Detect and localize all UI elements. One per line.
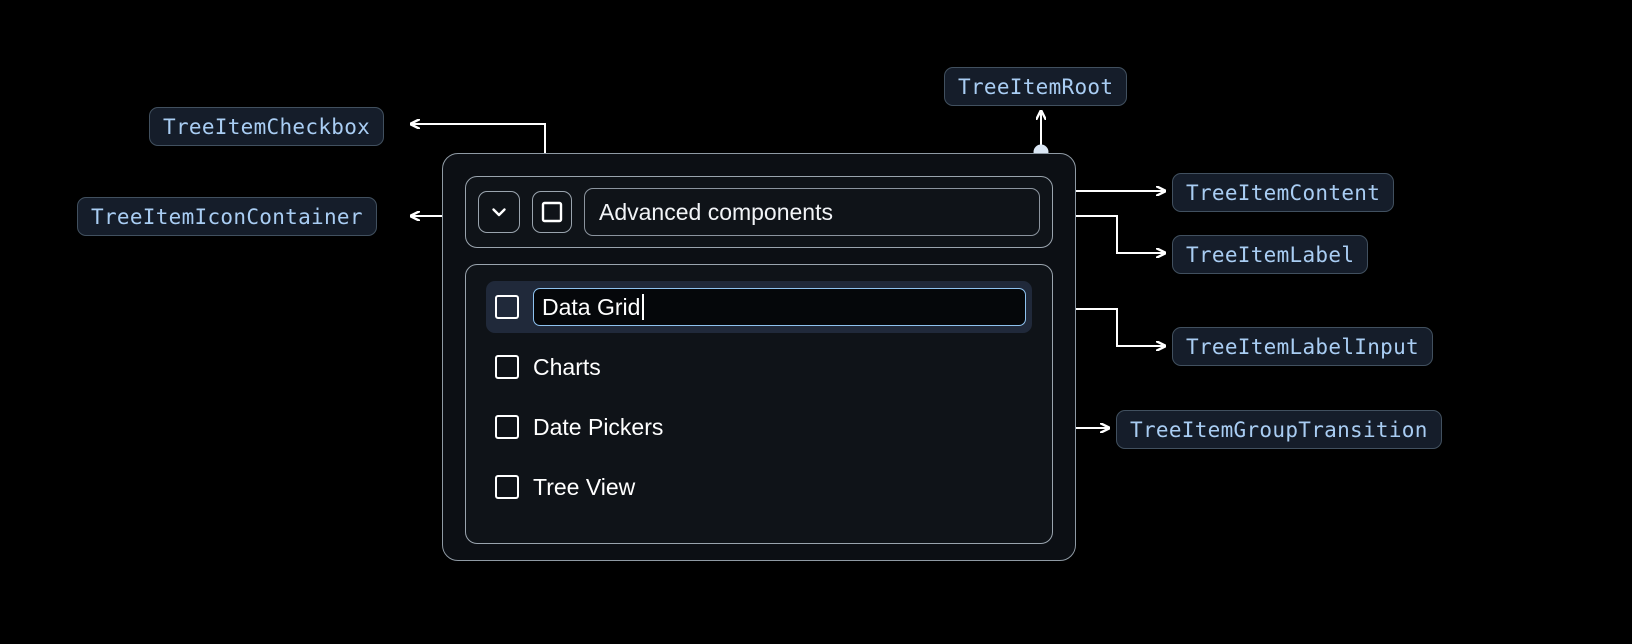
treeitem-label-text: Advanced components — [599, 198, 833, 225]
treeitem-icon-container[interactable] — [478, 191, 520, 233]
checkbox-unchecked-icon — [541, 201, 563, 223]
treeitem-content[interactable]: Advanced components — [465, 176, 1053, 248]
checkbox-unchecked-icon[interactable] — [495, 295, 519, 319]
checkbox-unchecked-icon[interactable] — [495, 475, 519, 499]
tree-item[interactable]: Data Grid — [486, 281, 1032, 333]
checkbox-unchecked-icon[interactable] — [495, 355, 519, 379]
annotation-chip-treeitemlabel: TreeItemLabel — [1172, 235, 1369, 274]
treeitem-label-input[interactable]: Data Grid — [533, 288, 1026, 326]
tree-item[interactable]: Charts — [486, 341, 1032, 393]
chevron-down-icon — [492, 208, 506, 217]
text-caret — [642, 294, 644, 320]
checkbox-unchecked-icon[interactable] — [495, 415, 519, 439]
tree-item-label: Charts — [533, 353, 601, 380]
annotation-chip-treeitemiconcontainer: TreeItemIconContainer — [77, 197, 377, 236]
annotation-chip-treeitemcheckbox: TreeItemCheckbox — [149, 107, 385, 146]
annotation-chip-treeitemroot: TreeItemRoot — [944, 67, 1128, 106]
tree-item-label: Date Pickers — [533, 413, 664, 440]
tree-item[interactable]: Tree View — [486, 461, 1032, 513]
treeitem-group-transition: Data Grid Charts Date Pickers Tree View — [465, 264, 1053, 544]
treeitem-checkbox[interactable] — [532, 191, 572, 233]
treeitem-label[interactable]: Advanced components — [584, 188, 1040, 236]
treeitem-root[interactable]: Advanced components Data Grid Charts Dat… — [442, 153, 1076, 561]
tree-item[interactable]: Date Pickers — [486, 401, 1032, 453]
annotation-chip-treeitemlabelinput: TreeItemLabelInput — [1172, 327, 1433, 366]
annotation-chip-treeitemcontent: TreeItemContent — [1172, 173, 1395, 212]
annotation-chip-treeitemgrouptransition: TreeItemGroupTransition — [1116, 410, 1442, 449]
treeitem-label-input-value: Data Grid — [542, 293, 641, 320]
tree-item-label: Tree View — [533, 473, 636, 500]
